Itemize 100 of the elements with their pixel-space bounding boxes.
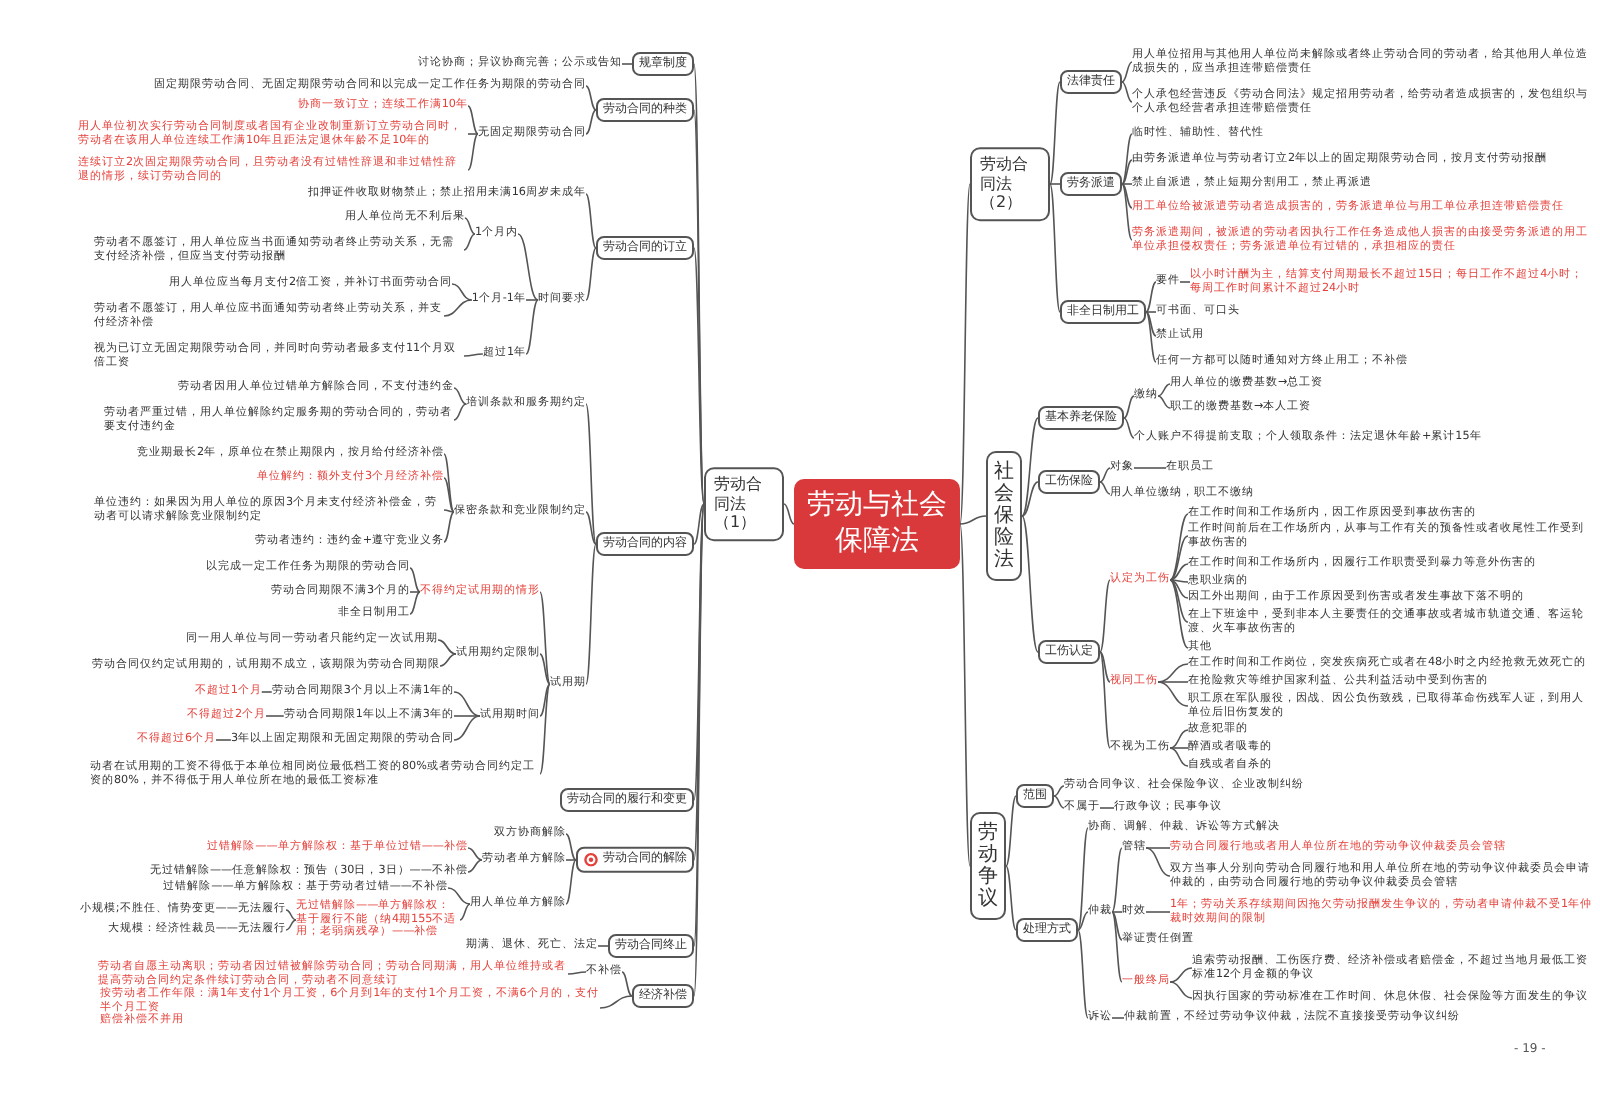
connector-line bbox=[565, 859, 577, 905]
connector-line bbox=[453, 691, 481, 717]
connector-line bbox=[453, 715, 481, 741]
connector-line bbox=[1169, 513, 1189, 581]
connector-line bbox=[1049, 183, 1061, 313]
connector-line bbox=[525, 299, 539, 301]
connector-line bbox=[1111, 847, 1123, 913]
topic-box bbox=[576, 846, 694, 874]
topic-box bbox=[632, 51, 694, 77]
connector-line bbox=[1049, 183, 1061, 185]
connector-line bbox=[443, 477, 455, 513]
connector-line bbox=[1145, 847, 1171, 849]
connector-line bbox=[693, 503, 705, 801]
connector-line bbox=[585, 193, 597, 249]
connector-line bbox=[443, 511, 455, 543]
connector-line bbox=[585, 511, 597, 545]
topic-box bbox=[1060, 69, 1122, 95]
connector-line bbox=[467, 847, 483, 861]
connector-line bbox=[1111, 911, 1123, 913]
connector-line bbox=[959, 183, 971, 525]
topic-box bbox=[1016, 917, 1078, 943]
connector-line bbox=[453, 715, 481, 717]
connector-line bbox=[1157, 663, 1189, 683]
topic-label: 社会保险法 bbox=[994, 461, 1014, 571]
connector-line bbox=[463, 233, 476, 251]
connector-line bbox=[517, 233, 539, 301]
topic-box bbox=[1038, 469, 1100, 495]
connector-line bbox=[467, 133, 479, 171]
connector-line bbox=[459, 903, 471, 921]
connector-line bbox=[215, 739, 232, 741]
connector-line bbox=[1121, 183, 1133, 241]
connector-line bbox=[585, 543, 597, 685]
connector-line bbox=[1145, 311, 1157, 363]
connector-line bbox=[959, 515, 987, 525]
connector-line bbox=[467, 133, 479, 135]
central-topic-box bbox=[794, 479, 960, 569]
topic-box bbox=[608, 933, 694, 959]
connector-line bbox=[599, 995, 633, 1009]
connector-line bbox=[1099, 467, 1111, 483]
connector-line bbox=[1121, 183, 1133, 185]
connector-line bbox=[621, 63, 633, 65]
connector-line bbox=[539, 683, 551, 717]
topic-box bbox=[970, 812, 1006, 920]
connector-line bbox=[693, 503, 705, 861]
connector-line bbox=[467, 859, 483, 873]
connector-line bbox=[1179, 281, 1191, 283]
connector-line bbox=[1169, 967, 1193, 983]
connector-line bbox=[437, 639, 457, 655]
connector-line bbox=[1121, 81, 1133, 103]
topic-box bbox=[560, 787, 694, 813]
topic-box bbox=[596, 235, 694, 261]
topic-box bbox=[1060, 299, 1146, 325]
connector-line bbox=[1053, 795, 1065, 809]
connector-line bbox=[453, 403, 467, 421]
topic-box bbox=[1038, 405, 1124, 431]
connector-line bbox=[539, 683, 551, 775]
connector-line bbox=[1169, 579, 1189, 649]
connector-line bbox=[1121, 183, 1133, 209]
connector-line bbox=[285, 919, 297, 931]
topic-label: 劳动合同法（1） bbox=[714, 475, 764, 533]
connector-line bbox=[585, 109, 597, 135]
connector-line bbox=[409, 567, 421, 593]
connector-line bbox=[1123, 395, 1135, 419]
connector-line bbox=[1005, 795, 1017, 867]
connector-line bbox=[409, 591, 421, 593]
connector-line bbox=[1169, 747, 1189, 767]
connector-line bbox=[464, 217, 476, 235]
connector-line bbox=[1005, 865, 1017, 931]
connector-line bbox=[443, 299, 473, 317]
connector-line bbox=[565, 833, 577, 861]
connector-line bbox=[597, 945, 609, 947]
topic-box bbox=[1060, 171, 1122, 197]
connector-line bbox=[585, 247, 597, 301]
connector-line bbox=[567, 971, 587, 975]
connector-line bbox=[539, 591, 551, 685]
topic-box bbox=[596, 97, 694, 123]
connector-line bbox=[783, 503, 795, 525]
connector-line bbox=[1021, 515, 1039, 653]
connector-line bbox=[467, 105, 479, 135]
connector-line bbox=[409, 591, 421, 615]
connector-line bbox=[1169, 579, 1189, 623]
connector-line bbox=[1169, 729, 1189, 749]
connector-line bbox=[1169, 579, 1189, 599]
connector-line bbox=[1121, 133, 1133, 185]
connector-line bbox=[539, 653, 551, 685]
connector-line bbox=[1133, 467, 1167, 469]
connector-line bbox=[1077, 827, 1089, 931]
connector-line bbox=[525, 299, 539, 355]
connector-line bbox=[1099, 651, 1111, 749]
connector-line bbox=[1021, 417, 1039, 517]
connector-line bbox=[443, 509, 455, 513]
connector-line bbox=[1077, 911, 1089, 931]
connector-line bbox=[693, 503, 705, 545]
connector-line bbox=[1021, 481, 1039, 517]
connector-line bbox=[285, 909, 297, 921]
connector-line bbox=[451, 283, 473, 301]
connector-line bbox=[1145, 311, 1157, 313]
topic-box bbox=[970, 147, 1050, 221]
connector-line bbox=[1169, 535, 1189, 581]
connector-line bbox=[1157, 395, 1171, 409]
